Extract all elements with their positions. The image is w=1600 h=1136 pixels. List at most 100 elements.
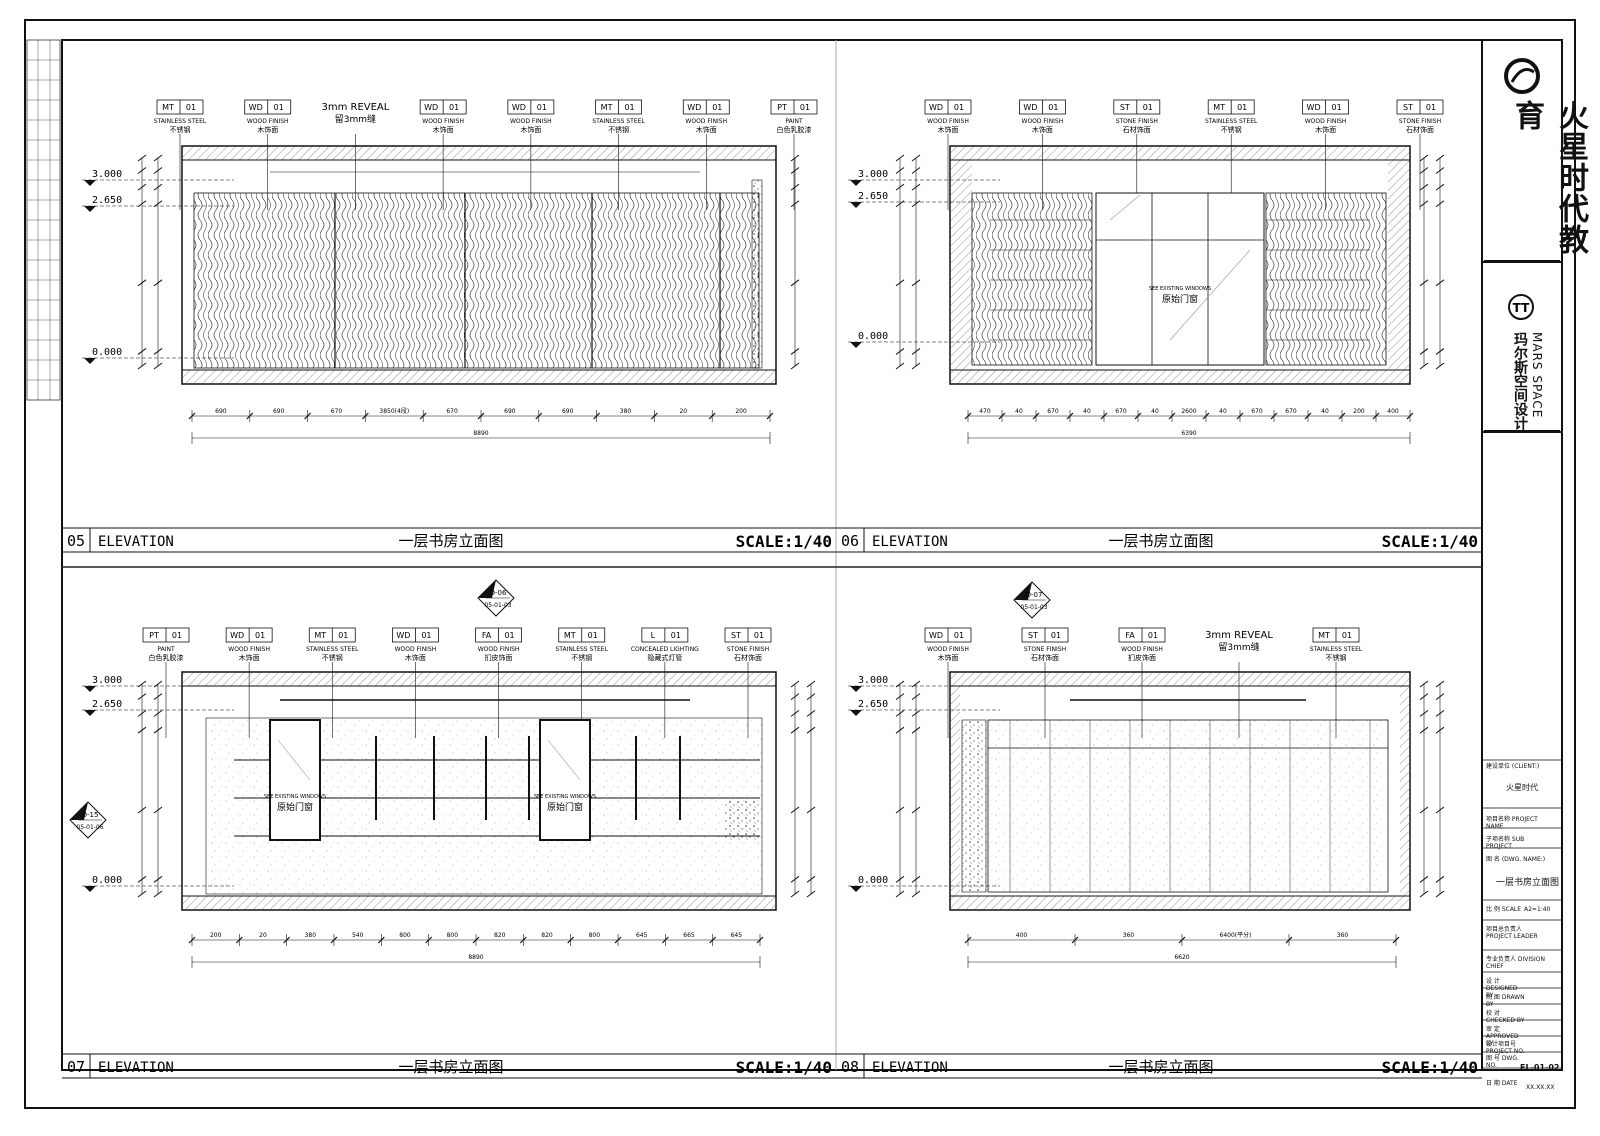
dimension-label: 690 [273,408,285,415]
dimension-label: 40 [1321,408,1329,415]
date-value: XX.XX.XX [1526,1084,1555,1091]
tag-code: FA [482,631,492,640]
dimension-label: 380 [620,408,632,415]
company-logo-icon [1504,58,1540,94]
tag-code: PT [149,631,159,640]
tag-code: MT [601,103,613,112]
section-sheet: 05-01-03 [484,602,511,609]
tag-cn: 不锈钢 [1326,653,1347,662]
section-id: D-15 [82,811,99,819]
tag-cn: 不锈钢 [608,125,629,134]
tag-code: WD [512,103,526,112]
dimension-label: 690 [215,408,227,415]
dimension-label: 400 [1387,408,1399,415]
tag-en: PAINT [785,118,803,125]
tag-cn: 木饰面 [1032,125,1053,134]
tag-en: STAINLESS STEEL [306,646,359,653]
dimension-label: 820 [494,932,506,939]
dimension-label: 690 [562,408,574,415]
tag-num: 01 [274,103,284,112]
window-note-en: SEE EXISTING WINDOWS [534,794,596,800]
tag-cn: 扪皮饰面 [485,653,513,662]
elevation-number: 05 [67,532,85,550]
tag-en: STONE FINISH [1024,646,1066,653]
tag-num: 01 [954,631,964,640]
tag-num: 01 [1148,631,1158,640]
tag-code: WD [396,631,410,640]
tag-en: 3mm REVEAL [321,102,389,113]
tag-en: WOOD FINISH [685,118,727,125]
project-leader-label: 项目总负责人 PROJECT LEADER [1486,926,1538,940]
dimension-total: 8890 [468,954,483,961]
date-label: 日 期 DATE [1486,1080,1518,1087]
dimension-label: 200 [210,932,222,939]
level-mark: 3.000 [92,169,122,180]
tag-cn: 不锈钢 [1221,125,1242,134]
tag-code: WD [929,631,943,640]
level-mark: 3.000 [858,675,888,686]
tag-cn: 木饰面 [405,653,426,662]
dimension-label: 670 [1115,408,1127,415]
tag-code: WD [929,103,943,112]
level-mark: 3.000 [858,169,888,180]
elevation-scale: SCALE:1/40 [736,1058,832,1077]
tag-cn: 白色乳胶漆 [149,653,184,662]
tag-cn: 木饰面 [696,125,717,134]
level-mark: 2.650 [92,699,122,710]
logo-area: 火星时代教育 [1484,42,1588,262]
dimension-label: 800 [399,932,411,939]
tag-code: MT [162,103,174,112]
tag-code: FA [1125,631,1135,640]
tag-en: STAINLESS STEEL [154,118,207,125]
dimension-total: 6620 [1174,954,1189,961]
svg-text:TT: TT [1513,301,1530,315]
scale-label: 比 例 SCALE [1486,906,1522,913]
project-label: 项目名称 PROJECT NAME [1486,816,1538,830]
tag-en: STAINLESS STEEL [555,646,608,653]
dimension-label: 665 [683,932,695,939]
tag-cn: 木饰面 [239,653,260,662]
tag-num: 01 [449,103,459,112]
dimension-label: 800 [589,932,601,939]
window-note: 原始门窗 [547,801,583,813]
dimension-label: 645 [636,932,648,939]
dimension-label: 40 [1083,408,1091,415]
dimension-label: 20 [679,408,687,415]
tag-cn: 石材饰面 [1123,125,1151,134]
designed-by-label: 设 计 DESIGNED BY [1486,978,1518,999]
tag-cn: 不锈钢 [571,653,592,662]
tag-code: WD [687,103,701,112]
dimension-label: 540 [352,932,364,939]
drawing-name-label: 图 名 (DWG. NAME:) [1486,856,1546,863]
tag-num: 01 [1237,103,1247,112]
dimension-label: 470 [979,408,991,415]
dimension-total: 6390 [1181,430,1196,437]
tag-cn: 不锈钢 [170,125,191,134]
tag-num: 01 [186,103,196,112]
tag-en: STONE FINISH [1116,118,1158,125]
dimension-label: 400 [1016,932,1028,939]
tag-num: 01 [504,631,514,640]
tag-num: 01 [754,631,764,640]
tag-en: WOOD FINISH [1305,118,1347,125]
dwg-no-value: EL-01-02 [1520,1063,1560,1072]
tag-cn: 木饰面 [938,653,959,662]
dimension-total: 8890 [473,430,488,437]
tag-code: WD [1307,103,1321,112]
tag-num: 01 [172,631,182,640]
